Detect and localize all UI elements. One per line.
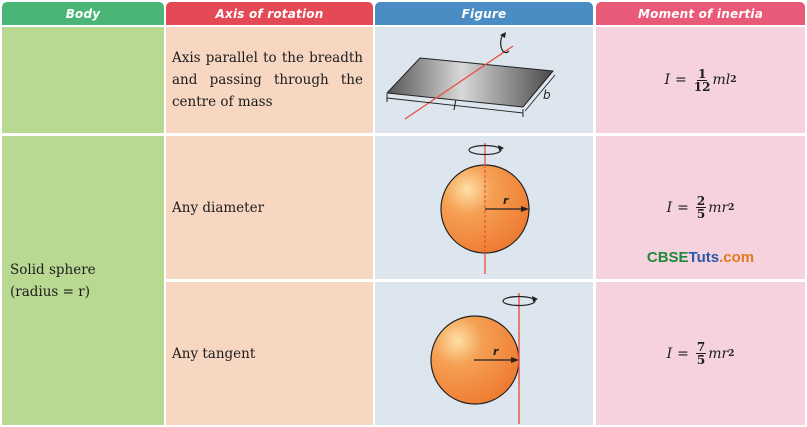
row2-figure-cell: r — [375, 136, 593, 279]
solid-sphere-body-cell: Solid sphere (radius = r) — [2, 136, 164, 425]
row3-axis-text: Any tangent — [172, 345, 256, 362]
row1-axis-cell: Axis parallel to the breadth and passing… — [166, 27, 373, 133]
row1-figure-cell: l b — [375, 27, 593, 133]
row1-axis-text: Axis parallel to the breadth and passing… — [172, 50, 363, 110]
row3-axis-cell: Any tangent — [166, 282, 373, 425]
svg-text:b: b — [543, 88, 551, 102]
header-figure: Figure — [375, 2, 593, 25]
svg-text:l: l — [453, 99, 457, 113]
row3-figure-cell: r — [375, 282, 593, 425]
header-body: Body — [2, 2, 164, 25]
row2-axis-cell: Any diameter — [166, 136, 373, 279]
sphere-diameter-figure: r — [440, 143, 530, 274]
body-radius: (radius = r) — [10, 283, 90, 300]
sphere-tangent-figure: r — [430, 293, 538, 424]
header-moment-of-inertia: Moment of inertia — [596, 2, 805, 25]
row1-body-cell — [2, 27, 164, 133]
body-name: Solid sphere — [10, 261, 96, 278]
cbsetuts-watermark: CBSETuts.com — [646, 249, 755, 266]
header-axis-of-rotation: Axis of rotation — [166, 2, 373, 25]
rectangular-plate-figure: l b — [385, 32, 556, 120]
svg-text:r: r — [503, 194, 509, 207]
row2-axis-text: Any diameter — [172, 199, 265, 216]
svg-text:r: r — [493, 345, 499, 358]
